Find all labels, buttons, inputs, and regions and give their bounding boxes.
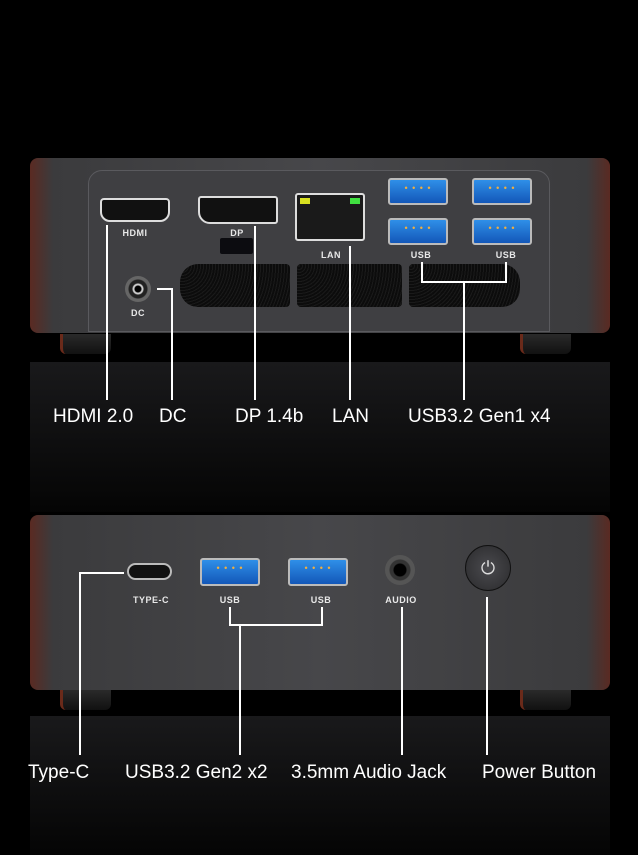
usb-port (388, 218, 448, 245)
callout-usb-gen2: USB3.2 Gen2 x2 (125, 762, 268, 783)
lock-slot (220, 238, 253, 254)
callout-lan: LAN (332, 406, 369, 427)
power-icon: ⏻ (480, 558, 496, 578)
lan-led-yellow (300, 198, 310, 204)
usb-port (472, 178, 532, 205)
lan-port-label: LAN (321, 250, 341, 260)
usb-port-label: USB (219, 595, 241, 605)
audio-jack (385, 555, 415, 585)
foot (520, 334, 571, 354)
front-reflection (30, 716, 610, 855)
dp-port-label: DP (230, 228, 244, 238)
dp-port (198, 196, 278, 224)
hdmi-port-label: HDMI (122, 228, 148, 238)
usb-front-callout-line (229, 607, 323, 755)
usb-port (288, 558, 348, 586)
foot (520, 690, 571, 710)
usb-rear-callout-line (421, 262, 507, 400)
dc-callout-line (157, 288, 173, 400)
callout-dp: DP 1.4b (235, 406, 304, 427)
callout-type-c: Type-C (28, 762, 90, 783)
foot (60, 334, 111, 354)
front-chassis (30, 515, 610, 690)
foot (60, 690, 111, 710)
hdmi-port (100, 198, 170, 222)
rear-reflection (30, 362, 610, 512)
usb-port-label: USB (495, 250, 517, 260)
callout-usb-gen1: USB3.2 Gen1 x4 (408, 406, 551, 427)
dc-port-label: DC (131, 308, 145, 318)
type-c-port-label: TYPE-C (132, 595, 170, 605)
callout-power: Power Button (482, 762, 597, 783)
lan-led-green (350, 198, 360, 204)
usb-port-label: USB (410, 250, 432, 260)
usb-port-label: USB (310, 595, 332, 605)
usb-port (472, 218, 532, 245)
callout-hdmi: HDMI 2.0 (53, 406, 134, 427)
type-c-port (127, 563, 172, 580)
power-button[interactable]: ⏻ (465, 545, 511, 591)
callout-dc: DC (159, 406, 187, 427)
usb-port (200, 558, 260, 586)
vent (180, 264, 290, 307)
dc-jack (125, 276, 151, 302)
type-c-callout-line (79, 572, 124, 755)
callout-audio: 3.5mm Audio Jack (291, 762, 447, 783)
audio-port-label: AUDIO (385, 595, 417, 605)
lan-port (295, 193, 365, 241)
usb-port (388, 178, 448, 205)
